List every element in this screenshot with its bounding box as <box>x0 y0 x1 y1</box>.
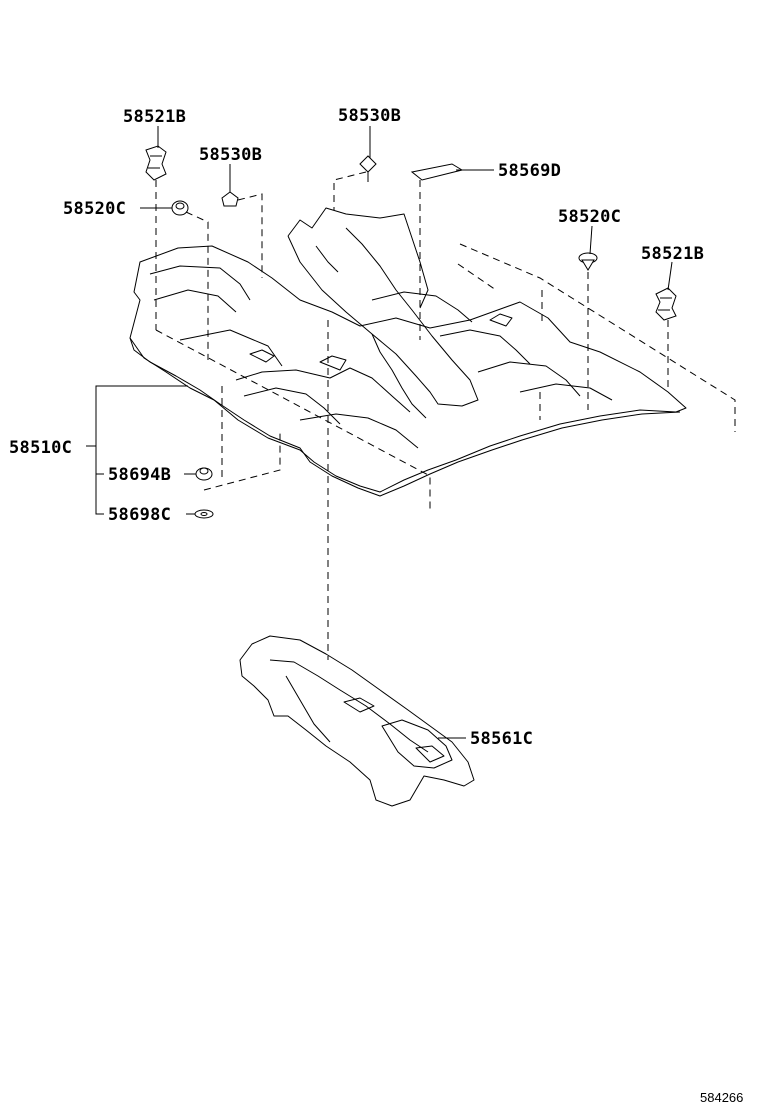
label-tunnel-pad: 58561C <box>470 729 533 749</box>
leader-lines <box>86 126 673 739</box>
label-washer: 58698C <box>108 505 171 525</box>
clip-icon-top-left <box>145 145 167 181</box>
grommet-icon-left <box>171 200 189 216</box>
floor-carpet <box>129 207 687 497</box>
label-grommet-right: 58520C <box>558 207 621 227</box>
nut-icon <box>195 467 213 481</box>
assembly-lines <box>155 171 736 660</box>
washer-icon <box>194 509 214 519</box>
screw-icon-left <box>221 170 239 207</box>
reference-number: 584266 <box>700 1090 743 1105</box>
label-plate-top: 58569D <box>498 161 561 181</box>
label-screw-left: 58530B <box>199 145 262 165</box>
label-carpet-assy: 58510C <box>9 438 72 458</box>
clip-icon-right <box>655 287 677 321</box>
screw-icon-top-center <box>359 155 377 182</box>
tunnel-pad <box>239 635 475 807</box>
plate-icon-top <box>410 163 464 181</box>
grommet-icon-right <box>578 252 598 271</box>
label-nut: 58694B <box>108 465 171 485</box>
label-clip-top-left: 58521B <box>123 107 186 127</box>
label-grommet-left: 58520C <box>63 199 126 219</box>
label-clip-right: 58521B <box>641 244 704 264</box>
label-screw-top-center: 58530B <box>338 106 401 126</box>
